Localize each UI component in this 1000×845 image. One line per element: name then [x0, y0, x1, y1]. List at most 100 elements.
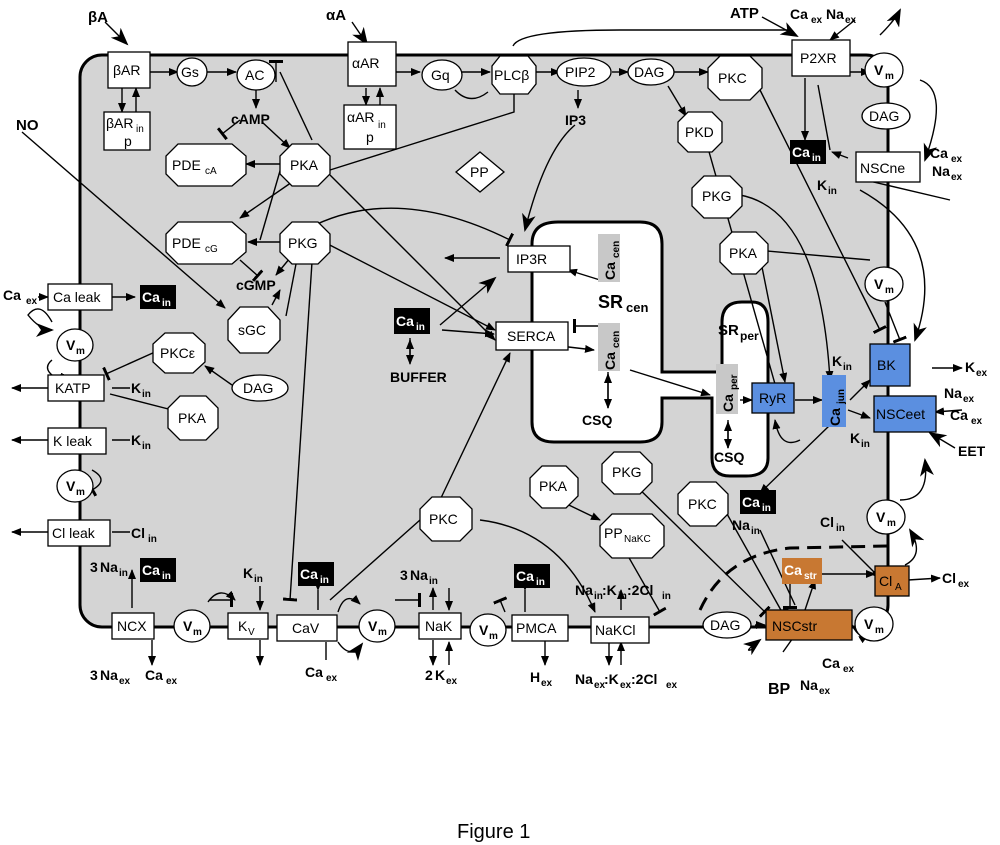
ca-in-cav-sub: in [320, 575, 329, 586]
pip2-node [556, 57, 612, 87]
nakcl-in-k-sub: in [618, 591, 627, 602]
cl-in-leak: Cl [131, 525, 145, 541]
beta-ar-p-sub: in [136, 124, 144, 135]
ca-ex-p2xr: Ca [790, 6, 808, 22]
ca-in-badge-left [140, 285, 176, 309]
pka-label-top: PKA [290, 157, 319, 173]
k-ex-nak: K [435, 667, 445, 683]
k-in-bk-sub: in [843, 362, 852, 373]
bk-label: BK [877, 357, 896, 373]
k-in-katp-sub: in [142, 389, 151, 400]
sr-cen-sub: cen [626, 300, 648, 315]
cl-ex-cla: Cl [942, 570, 956, 586]
na-ex-ncx-sub: ex [119, 676, 131, 687]
nak-label: NaK [425, 618, 453, 634]
ca-in-badge-buffer [394, 308, 430, 334]
pp-nakc-node [599, 513, 665, 559]
na-ex-nscne: Na [932, 163, 950, 179]
nakcl-ex-k-sub: ex [620, 680, 632, 691]
na-ex-nscstr: Na [800, 677, 818, 693]
ca-in-badge-pmca [514, 564, 550, 588]
cgmp-label: cGMP [236, 277, 276, 293]
gq-label: Gq [431, 67, 450, 83]
nakcl-ex-cl-sub: ex [666, 680, 678, 691]
ca-in-ncx-sub: in [162, 571, 171, 582]
ca-ex-nscne-sub: ex [951, 154, 963, 165]
cla-box [874, 565, 910, 597]
beta-ar-p-box [103, 111, 151, 151]
kv-label: K [238, 618, 248, 634]
vm-right-sub: m [885, 285, 894, 296]
ca-in-badge-right [740, 490, 776, 514]
vm-top-sub: m [885, 71, 894, 82]
pkc-node-top [707, 55, 763, 101]
ca-str-label: Ca [784, 562, 802, 578]
nakcl-in-cl-sub: in [662, 591, 671, 602]
dag-node-top [627, 58, 675, 86]
alpha-ar-box [347, 41, 397, 87]
sr-cen-label: SR [598, 292, 623, 312]
three-na-in-nak: 3 [400, 567, 408, 583]
pkg-node-right [691, 175, 743, 219]
sr-central [530, 220, 770, 478]
pp-node [454, 151, 506, 193]
serca-box [495, 321, 569, 351]
vm-left2-sub: m [76, 487, 85, 498]
na-ex-nscne-sub: ex [951, 172, 963, 183]
camp-label: cAMP [231, 111, 270, 127]
pka-node-left [167, 395, 219, 441]
vm-node-b1 [173, 609, 211, 643]
k-in-nscne-sub: in [828, 186, 837, 197]
na-ex-p2xr: Na [826, 6, 844, 22]
na-in-str-sub: in [751, 526, 760, 537]
cla-label: Cl [879, 573, 892, 589]
buffer-label: BUFFER [390, 369, 447, 385]
three-na-in: 3 [90, 559, 98, 575]
katp-box [47, 374, 105, 402]
vm-left1-label: V [66, 337, 76, 353]
cla-sub: A [895, 582, 902, 593]
pkg-node-left [279, 221, 331, 265]
cl-in-cla: Cl [820, 514, 834, 530]
pde-ca-sub: cA [205, 166, 217, 177]
ca-ex-cav-sub: ex [326, 673, 338, 684]
k-in-nscne: K [817, 177, 827, 193]
pkce-node [152, 332, 206, 374]
cav-box [276, 614, 338, 642]
ca-ex-leak-sub: ex [26, 296, 38, 307]
ca-ex-nscstr-sub: ex [843, 664, 855, 675]
ca-in-ncx-label: Ca [142, 562, 160, 578]
ca-cen-mid-sub: cen [611, 331, 622, 348]
no-label: NO [16, 117, 39, 134]
k-in-leak-sub: in [142, 441, 151, 452]
ca-in-top-right-sub: in [812, 153, 821, 164]
vm-right-label: V [874, 276, 884, 292]
pkg-label-mid: PKG [612, 464, 642, 480]
nakcl-ex-cl: :2Cl [631, 671, 657, 687]
cl-in-leak-sub: in [148, 534, 157, 545]
ip3r-label: IP3R [516, 251, 547, 267]
ca-ex-cav: Ca [305, 664, 323, 680]
vm-node-top [864, 52, 904, 88]
pkc-label-top: PKC [718, 70, 747, 86]
ca-in-badge-cav [298, 562, 334, 586]
ca-in-top-right-label: Ca [792, 144, 810, 160]
na-ex-nsceet-sub: ex [963, 394, 975, 405]
pkg-node-mid [601, 451, 653, 495]
pka-node-right [719, 231, 769, 275]
na-ex-nsceet: Na [944, 385, 962, 401]
pkce-label: PKCε [160, 345, 195, 361]
p2xr-box [791, 39, 851, 77]
vm-b3-sub: m [489, 631, 498, 642]
gs-node [176, 57, 208, 87]
vm-node-b3 [469, 613, 507, 647]
nscstr-box [765, 609, 853, 641]
pde-cg-label: PDE [172, 235, 201, 251]
pkg-label-right: PKG [702, 188, 732, 204]
dag-node-left [231, 374, 289, 402]
beta-a-label: βA [88, 9, 108, 26]
cav-label: CaV [292, 620, 320, 636]
pkc-node-right [677, 481, 729, 527]
vm-node-right2 [866, 499, 906, 535]
ca-ex-nsceet: Ca [950, 407, 968, 423]
